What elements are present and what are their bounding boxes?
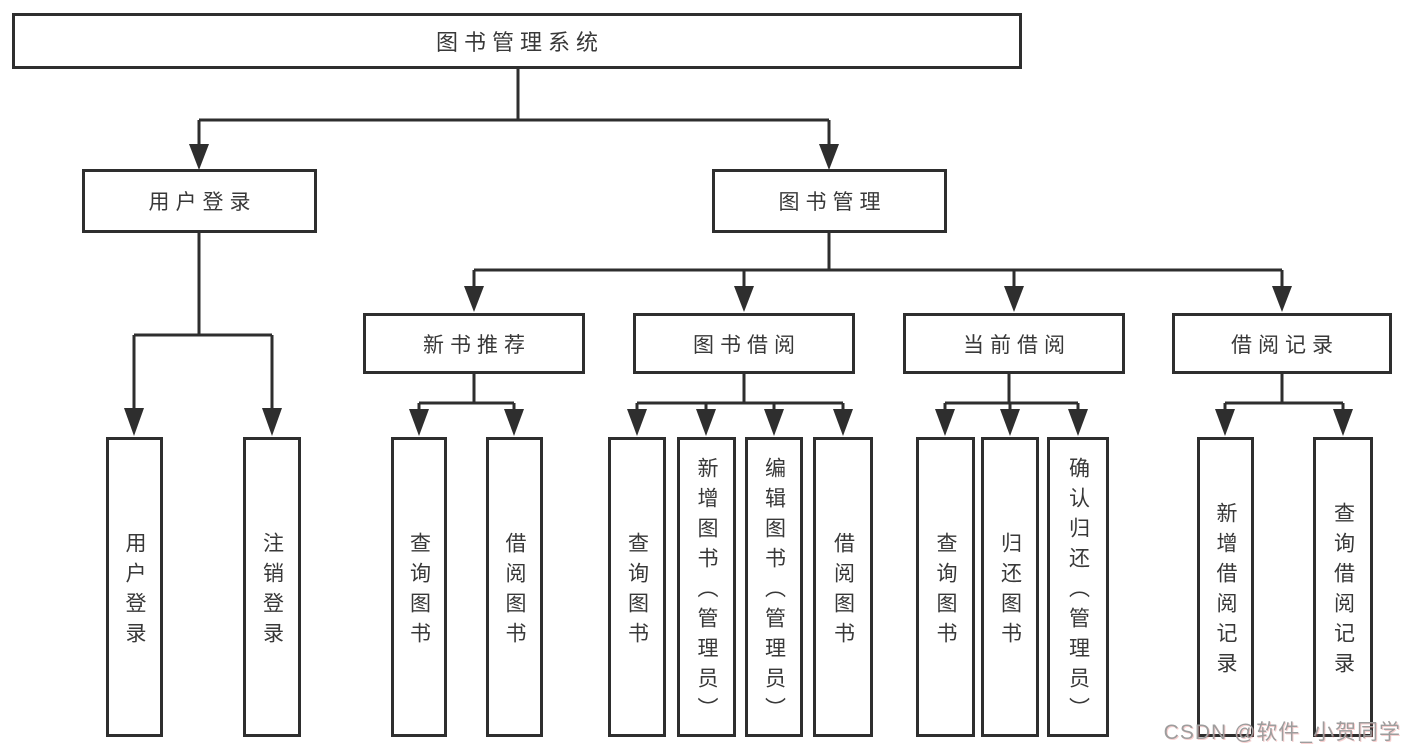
leaf-add-borrow-record: 新增借阅记录 [1197,437,1254,737]
leaf-user-login-label: 用户登录 [123,531,146,652]
connector-currentborrow-branch [935,374,1088,436]
node-new-book-recommend: 新书推荐 [363,313,585,374]
node-book-borrow: 图书借阅 [633,313,855,374]
watermark: CSDN @软件_小贺同学 [1163,721,1401,744]
connector-borrowrecords-branch [1215,374,1353,436]
node-borrow-records: 借阅记录 [1172,313,1392,374]
leaf-return-book-label: 归还图书 [998,531,1022,652]
leaf-logout: 注销登录 [243,437,301,737]
leaf-query-books-1-label: 查询图书 [407,531,431,652]
leaf-borrow-books-2: 借阅图书 [813,437,873,737]
leaf-add-book-admin: 新增图书（管理员） [677,437,736,737]
connector-userlogin-branch [124,233,282,436]
leaf-add-borrow-record-label: 新增借阅记录 [1214,501,1237,682]
leaf-confirm-return-admin: 确认归还（管理员） [1047,437,1109,737]
node-book-management: 图书管理 [712,169,947,233]
leaf-query-books-2: 查询图书 [608,437,666,737]
leaf-query-books-1: 查询图书 [391,437,447,737]
connector-newbook-branch [409,374,524,436]
connector-bookborrow-branch [627,374,853,436]
leaf-confirm-return-admin-label: 确认归还（管理员） [1066,456,1090,727]
leaf-query-borrow-record-label: 查询借阅记录 [1331,501,1355,682]
leaf-return-book: 归还图书 [981,437,1039,737]
leaf-user-login: 用户登录 [106,437,163,737]
leaf-query-books-3-label: 查询图书 [934,531,957,652]
node-current-borrow: 当前借阅 [903,313,1125,374]
leaf-query-books-2-label: 查询图书 [625,531,649,652]
connector-bookmgmt-to-level2 [464,233,1292,312]
leaf-logout-label: 注销登录 [260,531,284,652]
connector-root-to-level1 [189,69,839,170]
node-user-login: 用户登录 [82,169,317,233]
leaf-query-books-3: 查询图书 [916,437,975,737]
leaf-borrow-books-1-label: 借阅图书 [503,531,526,652]
leaf-edit-book-admin-label: 编辑图书（管理员） [762,456,786,727]
leaf-edit-book-admin: 编辑图书（管理员） [745,437,803,737]
leaf-borrow-books-2-label: 借阅图书 [831,531,855,652]
node-root: 图书管理系统 [12,13,1022,69]
leaf-add-book-admin-label: 新增图书（管理员） [695,456,718,727]
leaf-query-borrow-record: 查询借阅记录 [1313,437,1373,737]
leaf-borrow-books-1: 借阅图书 [486,437,543,737]
